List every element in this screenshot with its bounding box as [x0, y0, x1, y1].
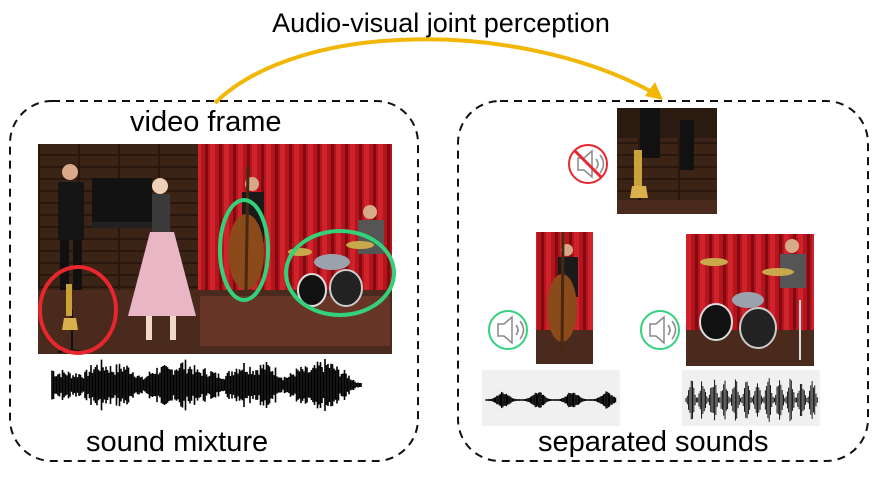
speaker-icon [488, 310, 528, 350]
singer-female [128, 178, 196, 340]
drums-active-highlight [284, 229, 396, 317]
bass-crop-image [536, 231, 593, 364]
sound-mixture-label: sound mixture [86, 426, 269, 458]
bass-active-highlight [218, 198, 270, 302]
separated-sounds-label: separated sounds [538, 426, 769, 458]
drums-crop-image [686, 234, 814, 366]
bassist [228, 165, 264, 291]
speaker-muted-icon [568, 144, 608, 184]
video-frame-label: video frame [130, 106, 282, 138]
video-frame-image [38, 144, 392, 354]
diagram-title: Audio-visual joint perception [272, 8, 610, 38]
perception-arrow [213, 37, 653, 105]
perception-arrowhead [645, 82, 663, 100]
bass-waveform [485, 391, 617, 409]
drums-waveform [685, 378, 818, 422]
right-panel-frame [457, 100, 869, 462]
speaker-icon [640, 310, 680, 350]
singer-male [58, 164, 84, 290]
trumpet-crop-image [617, 108, 717, 214]
left-panel-frame [9, 100, 419, 462]
mixture-waveform [51, 358, 362, 412]
drummer [288, 205, 384, 307]
trumpet-muted-highlight [38, 265, 118, 355]
